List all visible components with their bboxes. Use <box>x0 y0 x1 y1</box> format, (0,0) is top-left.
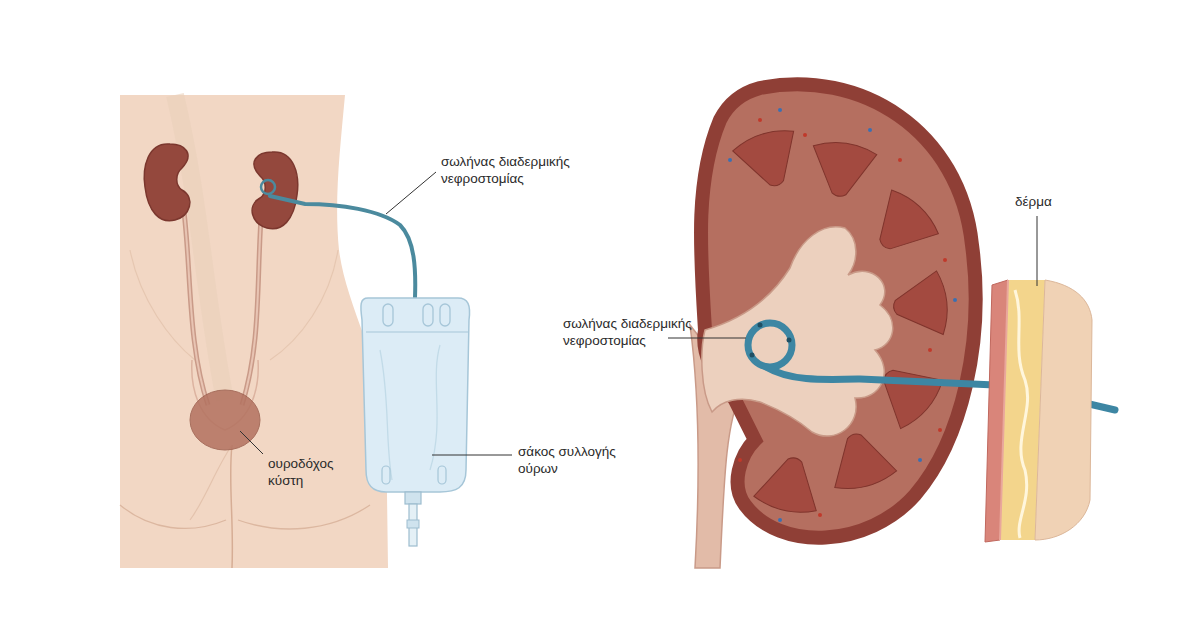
leader-lines <box>240 172 1037 455</box>
callout-label: σάκος συλλογής ούρων <box>518 444 616 478</box>
nephrostomy-tube <box>261 180 415 298</box>
callout-label: σωλήνας διαδερμικής νεφροστομίας <box>441 154 591 188</box>
skin-section <box>985 280 1092 542</box>
callout-label: ουροδόχος κύστη <box>268 456 348 490</box>
urinary-tract <box>144 144 297 450</box>
callout-label: σωλήνας διαδερμικής νεφροστομίας <box>563 316 713 350</box>
callout-label: δέρμα <box>1015 194 1085 211</box>
urine-bag <box>361 298 470 546</box>
kidney-section <box>690 84 976 568</box>
body-back <box>120 95 388 568</box>
